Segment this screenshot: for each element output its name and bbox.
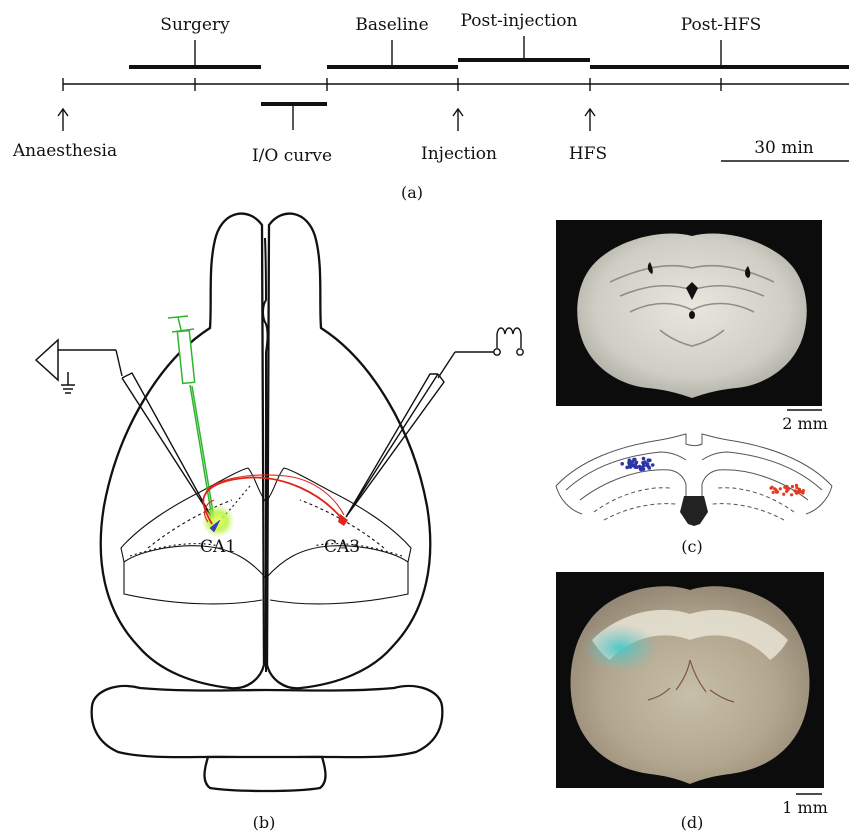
- event-hfs: [585, 109, 595, 131]
- cell-marker: [643, 460, 647, 464]
- event-anaesthesia-label: Anaesthesia: [12, 141, 117, 161]
- atlas-ventricle: [680, 496, 708, 526]
- phase-io-curve-label: I/O curve: [252, 146, 332, 166]
- phase-post-injection-label: Post-injection: [461, 11, 578, 31]
- cell-marker: [628, 459, 632, 463]
- phase-post-hfs-label: Post-HFS: [681, 15, 762, 35]
- cell-marker: [791, 485, 794, 488]
- ca3-label: CA3: [324, 537, 360, 557]
- cell-marker: [635, 461, 639, 465]
- panel-label-a: (a): [401, 183, 423, 202]
- phase-io-curve: I/O curve: [252, 104, 332, 166]
- cell-marker: [651, 463, 655, 467]
- brain-schematic-panel: CA1 CA3 (b): [36, 214, 523, 832]
- cell-marker: [779, 487, 782, 490]
- ventricle-dot: [689, 311, 695, 319]
- cell-marker: [639, 468, 643, 472]
- cell-marker: [782, 493, 785, 496]
- event-injection: [453, 109, 463, 131]
- panel-label-d: (d): [681, 813, 704, 832]
- cell-marker: [772, 491, 775, 494]
- brain-outline: [101, 214, 431, 689]
- cell-marker: [620, 462, 624, 466]
- phase-surgery-label: Surgery: [160, 15, 230, 35]
- event-injection-label: Injection: [421, 144, 497, 164]
- cell-marker: [790, 493, 793, 496]
- cell-marker: [796, 490, 799, 493]
- scale-bar-c-label: 2 mm: [782, 414, 828, 433]
- phase-post-hfs: Post-HFS: [590, 15, 849, 67]
- cerebellum: [92, 686, 443, 758]
- cell-marker: [635, 466, 639, 470]
- cell-marker: [632, 458, 636, 462]
- brainstem: [205, 757, 326, 791]
- panel-label-c: (c): [681, 537, 702, 556]
- cell-marker: [776, 490, 779, 493]
- phase-surgery: Surgery: [129, 15, 261, 67]
- cell-marker: [785, 485, 788, 488]
- stained-section-panel: 1 mm (d): [556, 572, 828, 832]
- cell-marker: [771, 486, 774, 489]
- time-scale-bar-label: 30 min: [754, 138, 814, 158]
- event-anaesthesia: [58, 109, 68, 131]
- cell-marker: [795, 484, 798, 487]
- phase-baseline: Baseline: [327, 15, 458, 67]
- cell-marker: [787, 487, 790, 490]
- cell-marker: [642, 457, 646, 461]
- phase-baseline-label: Baseline: [355, 15, 428, 35]
- timeline-panel: Surgery Baseline Post-injection Post-HFS…: [12, 11, 849, 202]
- scale-bar-d-label: 1 mm: [782, 798, 828, 817]
- cell-marker: [647, 465, 651, 469]
- cell-marker: [801, 491, 804, 494]
- cell-marker: [647, 458, 651, 462]
- cell-marker: [628, 464, 632, 468]
- event-hfs-label: HFS: [569, 144, 607, 164]
- recording-amplifier-icon: [36, 340, 116, 393]
- phase-post-injection: Post-injection: [458, 11, 590, 60]
- ca1-label: CA1: [200, 537, 236, 557]
- coronal-section-panel: 2 mm (c): [556, 220, 832, 556]
- atlas-blue-cluster: [620, 457, 654, 472]
- panel-label-b: (b): [253, 813, 276, 832]
- blue-dye-stain: [582, 624, 658, 672]
